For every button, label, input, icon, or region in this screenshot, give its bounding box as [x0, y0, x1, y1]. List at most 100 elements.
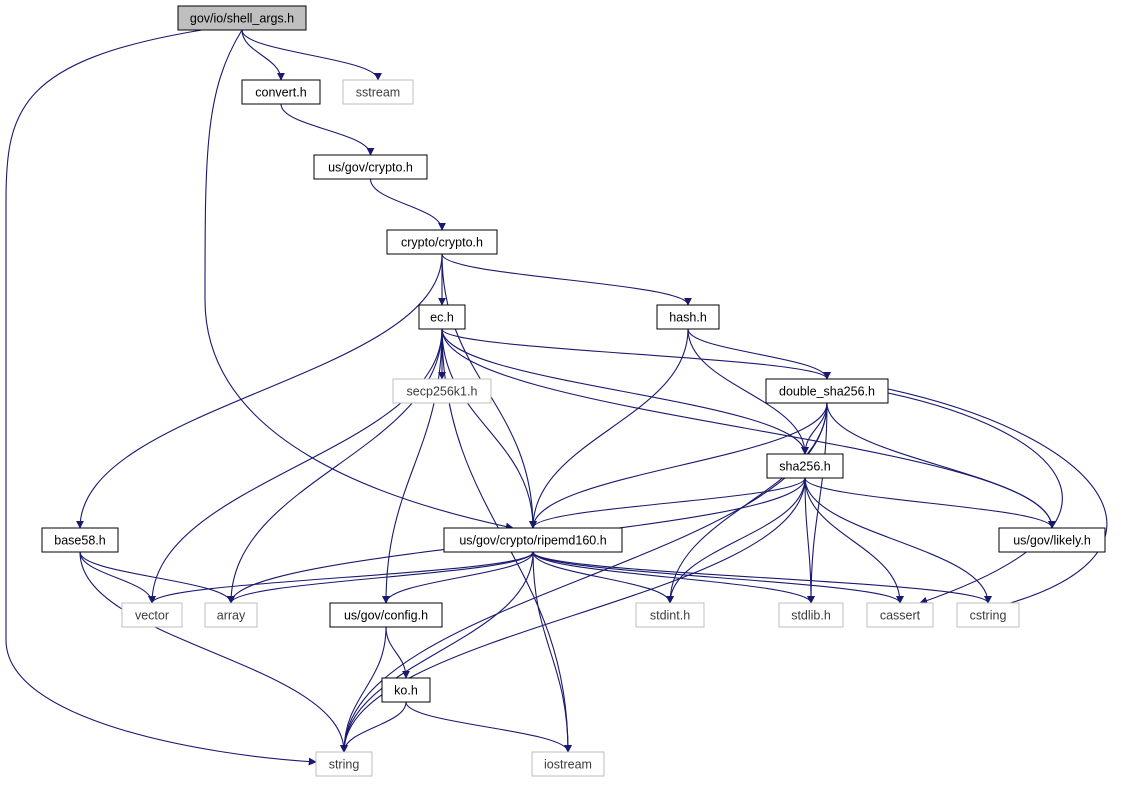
edges-layer	[5, 29, 1108, 766]
edge-ec-to-sha	[441, 328, 809, 455]
node-label-sstream: sstream	[356, 86, 400, 100]
edge-ripemd-to-config	[382, 551, 534, 604]
node-ripemd[interactable]: us/gov/crypto/ripemd160.h	[443, 527, 623, 553]
node-box-convert	[241, 79, 321, 105]
node-ko[interactable]: ko.h	[381, 677, 431, 703]
node-box-ko	[381, 677, 431, 703]
edge-ec-to-vector	[148, 328, 443, 604]
node-label-config: us/gov/config.h	[344, 609, 428, 623]
node-box-shell_args	[177, 5, 307, 31]
node-label-stdlib: stdlib.h	[791, 609, 831, 623]
edge-convert-to-usgovcrypto	[280, 103, 375, 156]
node-label-cassert: cassert	[880, 609, 921, 623]
edge-shell_args-to-convert	[241, 29, 285, 81]
node-label-sha: sha256.h	[779, 460, 830, 474]
node-box-cassert	[866, 602, 934, 628]
node-box-ec	[418, 304, 466, 330]
node-label-dsha: double_sha256.h	[779, 385, 875, 399]
node-box-dsha	[765, 378, 889, 404]
node-string: string	[315, 751, 373, 777]
edge-hash-to-ripemd	[529, 328, 689, 529]
edge-cryptocrypto-to-base58	[76, 253, 443, 529]
node-base58[interactable]: base58.h	[41, 527, 119, 553]
node-cassert: cassert	[866, 602, 934, 628]
node-box-ripemd	[443, 527, 623, 553]
edge-sha-to-stdint	[666, 477, 806, 604]
node-secp: secp256k1.h	[392, 378, 492, 404]
edge-sha-to-ripemd	[529, 477, 806, 529]
edge-ripemd-to-stdint	[532, 551, 674, 604]
node-box-cstring	[956, 602, 1020, 628]
edge-ripemd-to-cstring	[532, 551, 992, 604]
edge-ripemd-to-stdlib	[532, 551, 815, 604]
edge-cryptocrypto-to-hash	[441, 253, 692, 306]
edge-config-to-ko	[385, 626, 410, 679]
node-box-config	[329, 602, 443, 628]
node-label-stdint: stdint.h	[650, 609, 690, 623]
node-label-usgovcrypto: us/gov/crypto.h	[328, 161, 413, 175]
edge-ko-to-string	[340, 701, 407, 753]
node-likely[interactable]: us/gov/likely.h	[998, 527, 1106, 553]
node-label-cryptocrypto: crypto/crypto.h	[401, 236, 483, 250]
node-label-likely: us/gov/likely.h	[1013, 534, 1091, 548]
edge-dsha-to-cassert	[887, 392, 1063, 605]
node-box-usgovcrypto	[313, 154, 428, 180]
node-label-ko: ko.h	[394, 684, 418, 698]
edge-ripemd-to-iostream	[532, 551, 572, 753]
node-label-convert: convert.h	[255, 86, 306, 100]
node-label-iostream: iostream	[544, 758, 592, 772]
node-stdint: stdint.h	[635, 602, 705, 628]
node-box-array	[204, 602, 258, 628]
edge-shell_args-to-sstream	[241, 29, 382, 81]
node-vector: vector	[121, 602, 183, 628]
node-usgovcrypto[interactable]: us/gov/crypto.h	[313, 154, 428, 180]
node-ec[interactable]: ec.h	[418, 304, 466, 330]
edge-shell_args-to-ripemd	[204, 29, 514, 531]
edge-sha-to-stdlib	[804, 477, 815, 604]
edge-base58-to-array	[79, 551, 235, 604]
edge-base58-to-vector	[79, 551, 156, 604]
node-hash[interactable]: hash.h	[656, 304, 720, 330]
node-dsha[interactable]: double_sha256.h	[765, 378, 889, 404]
node-config[interactable]: us/gov/config.h	[329, 602, 443, 628]
edge-dsha-to-ripemd	[529, 402, 828, 529]
node-iostream: iostream	[531, 751, 605, 777]
node-label-hash: hash.h	[669, 311, 707, 325]
node-label-ec: ec.h	[430, 311, 454, 325]
edge-dsha-to-cstring	[887, 388, 1108, 612]
node-label-secp: secp256k1.h	[407, 385, 478, 399]
edge-ko-to-iostream	[405, 701, 572, 753]
edge-shell_args-to-string	[5, 29, 317, 766]
node-label-string: string	[329, 758, 360, 772]
node-sha[interactable]: sha256.h	[766, 453, 844, 479]
node-box-iostream	[531, 751, 605, 777]
node-box-likely	[998, 527, 1106, 553]
node-box-stdlib	[778, 602, 844, 628]
node-cryptocrypto[interactable]: crypto/crypto.h	[386, 229, 498, 255]
node-box-base58	[41, 527, 119, 553]
edge-hash-to-sha	[687, 328, 809, 455]
edge-sha-to-string	[340, 477, 806, 753]
node-shell_args[interactable]: gov/io/shell_args.h	[177, 5, 307, 31]
node-box-secp	[392, 378, 492, 404]
edge-dsha-to-stdint	[666, 402, 828, 604]
node-convert[interactable]: convert.h	[241, 79, 321, 105]
edge-ec-to-likely	[441, 328, 1056, 529]
edge-dsha-to-sha	[801, 402, 828, 455]
node-label-base58: base58.h	[54, 534, 105, 548]
edge-ec-to-ripemd	[441, 328, 537, 529]
node-cstring: cstring	[956, 602, 1020, 628]
node-label-cstring: cstring	[970, 609, 1007, 623]
node-box-sha	[766, 453, 844, 479]
node-label-shell_args: gov/io/shell_args.h	[190, 12, 294, 26]
edge-usgovcrypto-to-cryptocrypto	[369, 178, 446, 231]
node-label-array: array	[217, 609, 246, 623]
node-sstream: sstream	[342, 79, 414, 105]
edge-ec-to-array	[227, 328, 443, 604]
edge-ripemd-to-array	[227, 551, 534, 604]
node-box-stdint	[635, 602, 705, 628]
edge-dsha-to-likely	[826, 402, 1056, 529]
edge-ripemd-to-string	[340, 551, 534, 753]
